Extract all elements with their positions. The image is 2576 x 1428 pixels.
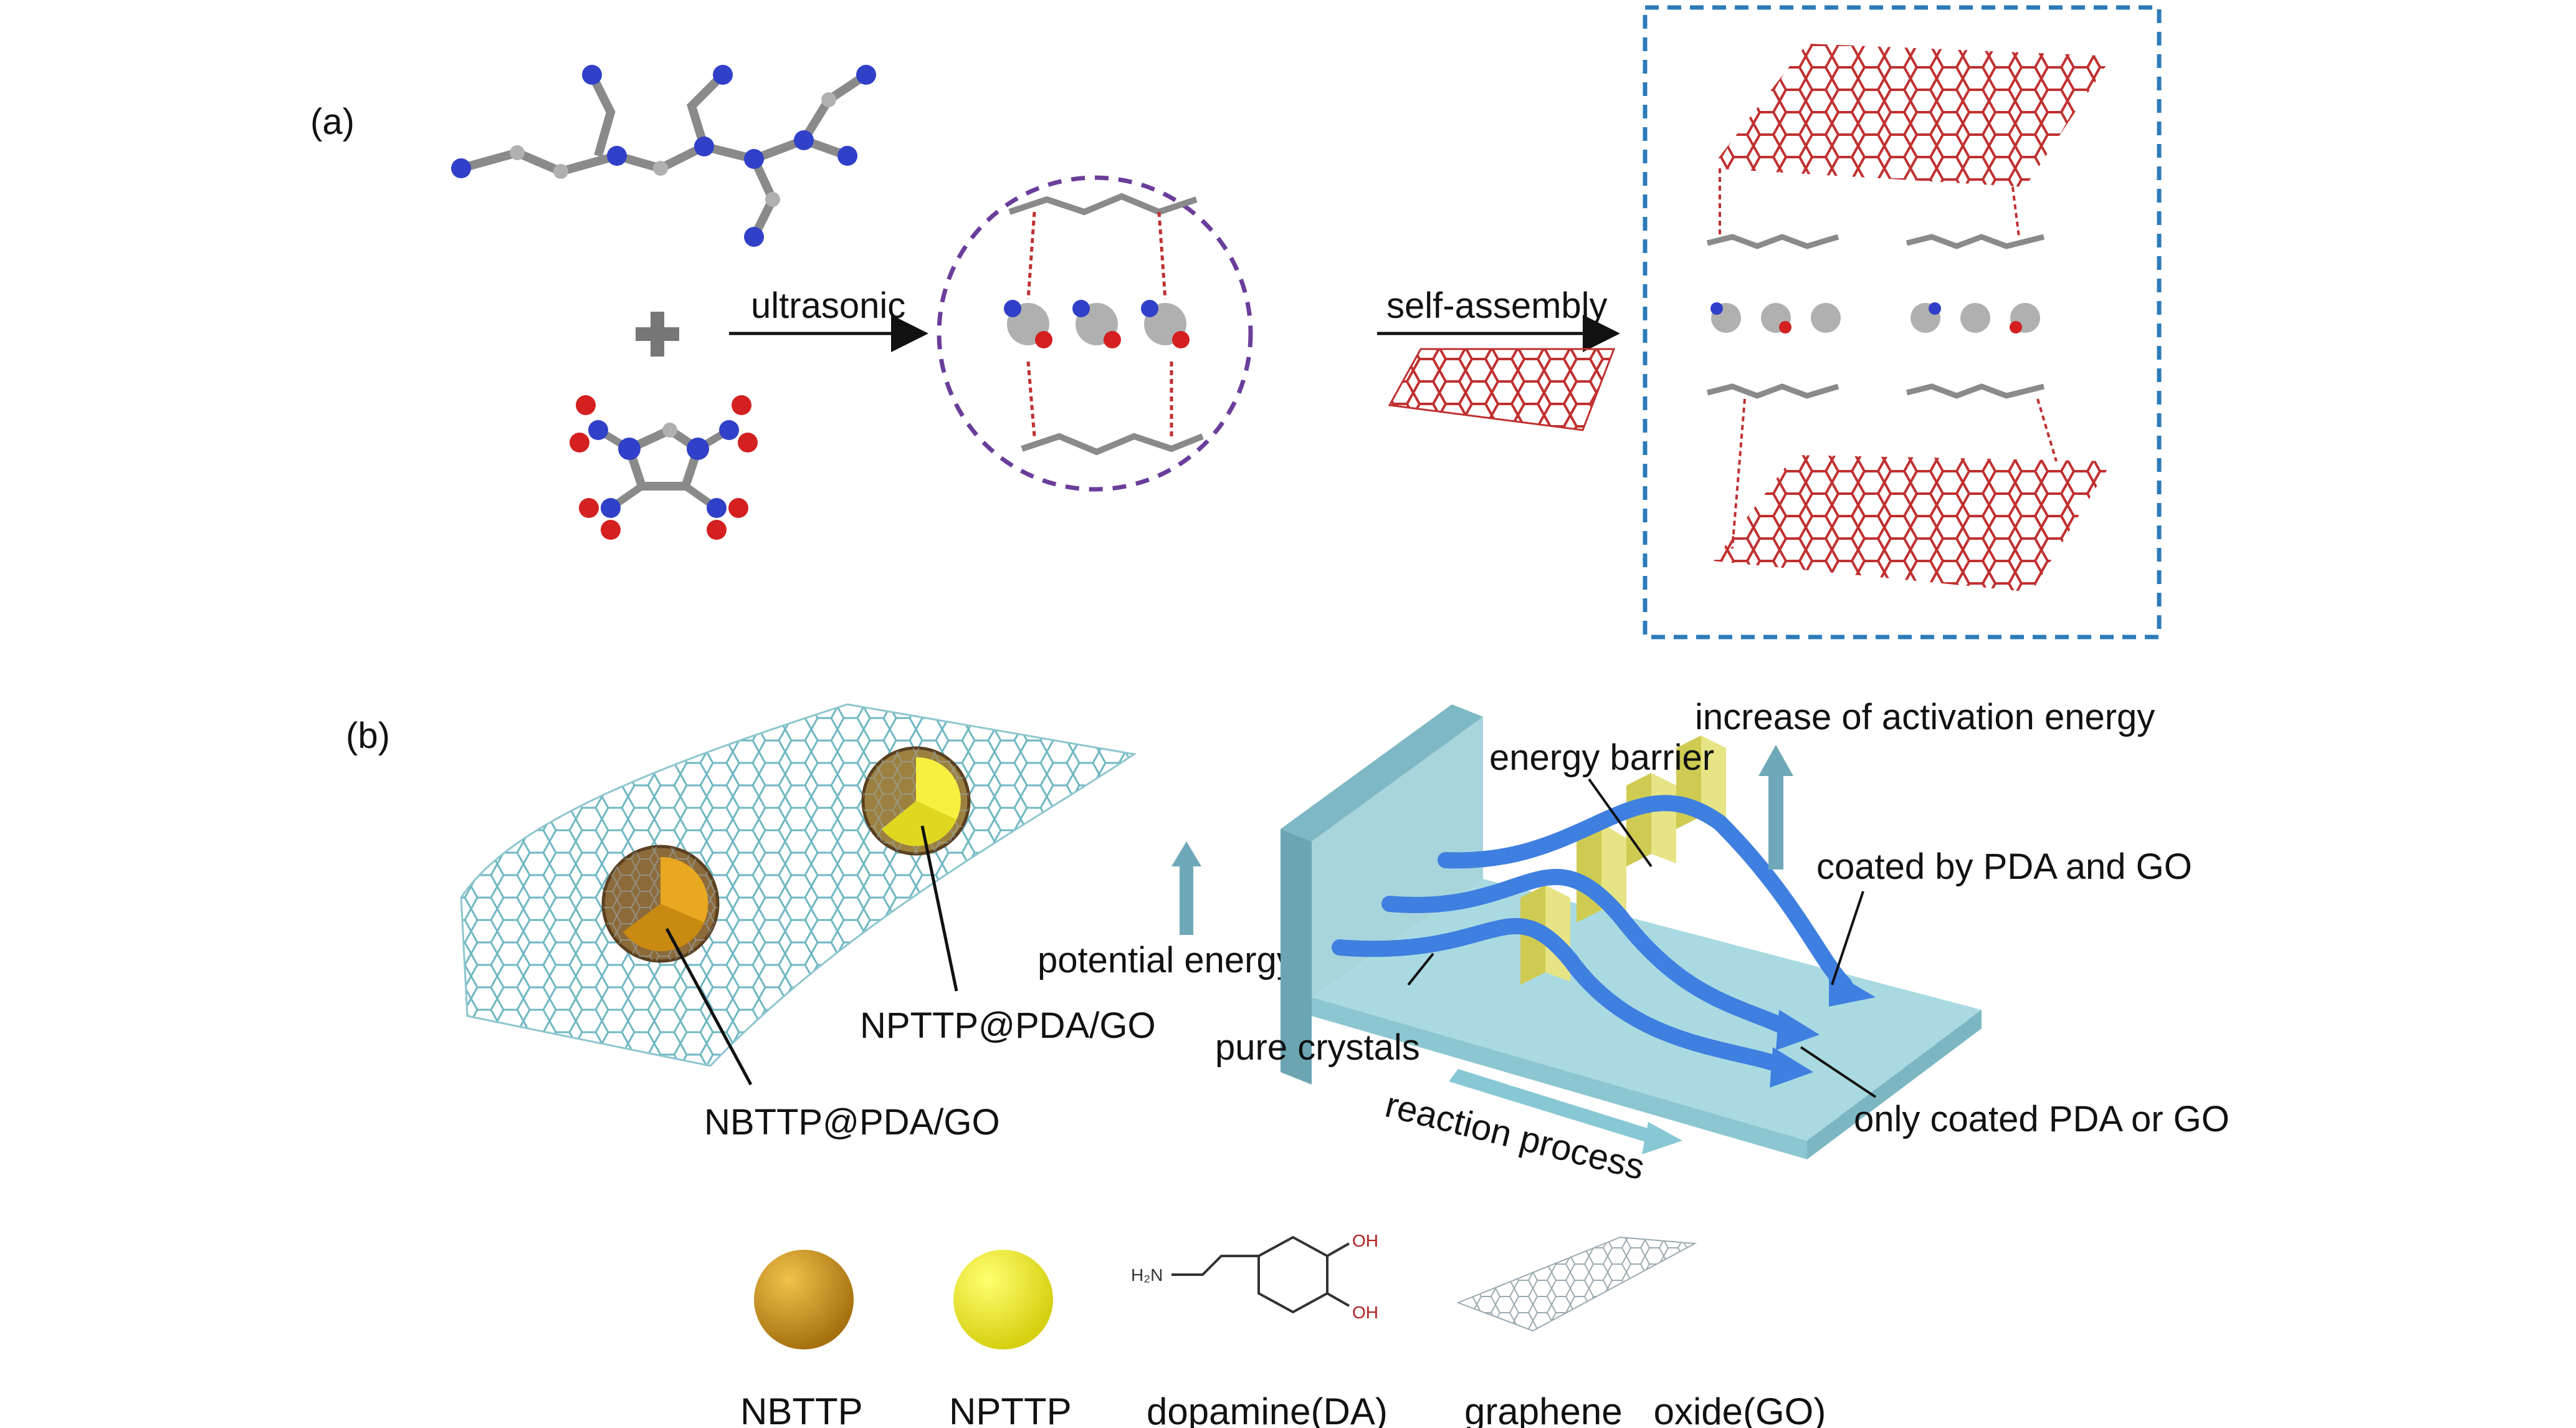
dopamine-structure: H₂N OH OH [1131, 1231, 1378, 1322]
energy-barrier-label: energy barrier [1489, 737, 1714, 778]
nbttp-pdago-label: NBTTP@PDA/GO [704, 1102, 1000, 1143]
npttp-pdago-label: NPTTP@PDA/GO [860, 1005, 1156, 1046]
potential-energy-arrow [1171, 841, 1201, 935]
npttp-legend-label: NPTTP [949, 1391, 1072, 1428]
npttp-pointer [920, 825, 958, 992]
npttp-core-shell-particle [861, 746, 971, 856]
plus-icon [636, 312, 679, 357]
graphene-oxide-legend-label: graphene oxide(GO) [1464, 1391, 1826, 1428]
pathway-arrows [1332, 795, 1876, 1088]
amine-molecule [451, 65, 876, 247]
graphene-oxide-legend-icon [1456, 1236, 1697, 1332]
self-assembly-label: self-assembly [1386, 285, 1608, 326]
coated-one-label: only coated PDA or GO [1854, 1099, 2230, 1139]
potential-energy-label: potential energy [1038, 940, 1295, 980]
ultrasonic-label: ultrasonic [751, 285, 905, 326]
coated-both-pointer [1831, 891, 1864, 985]
dopamine-legend-label: dopamine(DA) [1147, 1391, 1388, 1428]
pure-crystals-pointer [1407, 952, 1434, 986]
reaction-process-arrow [1449, 1069, 1682, 1154]
nbttp-pointer [665, 927, 753, 1086]
nitro-molecule [570, 395, 758, 540]
assembly-circle [937, 175, 1253, 492]
nbttp-core-shell-particle [601, 845, 720, 963]
nbttp-legend-label: NBTTP [740, 1391, 863, 1428]
layered-structure-box [1643, 5, 2162, 640]
coated-one-pointer [1800, 1046, 1877, 1098]
dopamine-nh2-text: H₂N [1131, 1265, 1163, 1285]
increase-activation-label: increase of activation energy [1695, 697, 2155, 737]
pure-crystals-label: pure crystals [1215, 1027, 1420, 1068]
dopamine-oh-text-1: OH [1352, 1231, 1378, 1250]
panel-a-label: (a) [310, 102, 355, 142]
npttp-sphere [953, 1250, 1053, 1349]
energy-barrier-pointer [1588, 778, 1653, 868]
nbttp-sphere [754, 1250, 854, 1349]
coated-both-label: coated by PDA and GO [1816, 846, 2192, 887]
panel-b-label: (b) [346, 716, 390, 756]
graphene-sheet-small [1388, 348, 1616, 431]
dopamine-oh-text-2: OH [1352, 1303, 1378, 1322]
increase-arrow [1758, 745, 1793, 870]
